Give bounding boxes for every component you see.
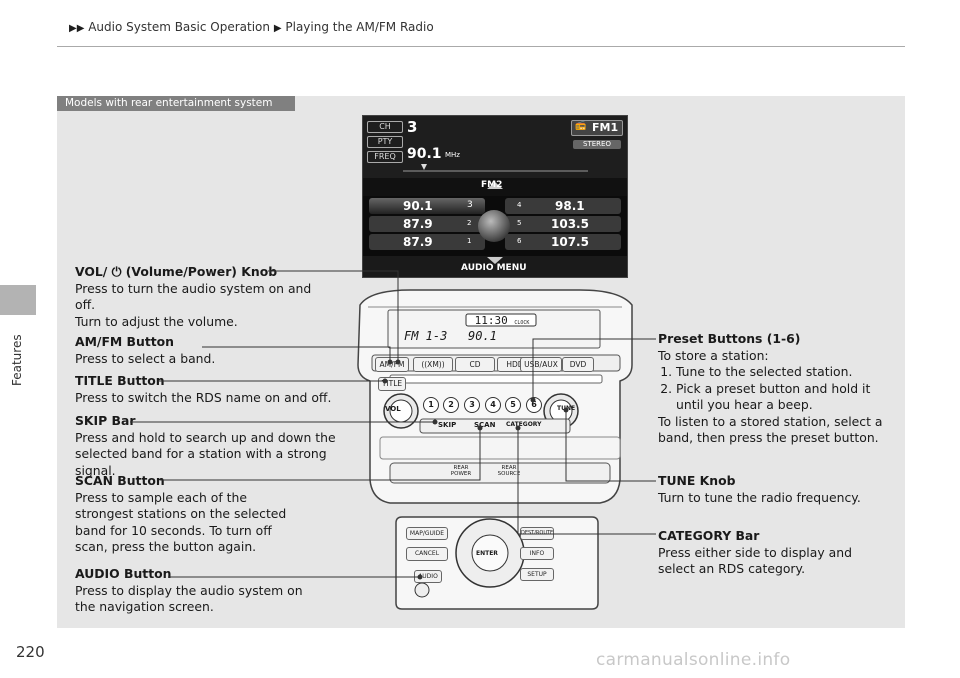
- lcd-time: 11:30 CLOCK: [467, 314, 537, 328]
- preset-num-5: 5: [517, 219, 522, 227]
- preset-num-3: 3: [467, 200, 473, 210]
- header-divider: [57, 46, 905, 47]
- preset-button-1[interactable]: 1: [423, 397, 439, 413]
- audio-menu-label[interactable]: AUDIO MENU: [461, 263, 527, 273]
- chevron-right-icon: ▶: [273, 23, 282, 34]
- preset-1-freq[interactable]: 87.9: [403, 235, 433, 249]
- callout-category-body: Press either side to display and select …: [658, 544, 852, 577]
- enter-button[interactable]: ENTER: [476, 550, 498, 557]
- frequency-unit: MHz: [445, 151, 460, 159]
- title-button[interactable]: TITLE: [378, 377, 406, 391]
- callout-tune: TUNE Knob Turn to tune the radio frequen…: [658, 473, 888, 506]
- callout-skip-title: SKIP Bar: [75, 413, 136, 428]
- callout-title-button: TITLE Button Press to switch the RDS nam…: [75, 373, 345, 406]
- preset-button-3[interactable]: 3: [464, 397, 480, 413]
- callout-skip-body: Press and hold to search up and down the…: [75, 429, 336, 478]
- preset-num-6: 6: [517, 237, 522, 245]
- models-label: Models with rear entertainment system: [57, 96, 295, 111]
- setup-button[interactable]: SETUP: [520, 568, 554, 581]
- freq-label: FREQ: [367, 151, 403, 163]
- side-tab-marker: [0, 285, 36, 315]
- dest-route-button[interactable]: DEST/ROUTE: [520, 527, 554, 540]
- preset-button-6[interactable]: 6: [526, 397, 542, 413]
- frequency-value: 90.1: [407, 146, 442, 162]
- callout-preset: Preset Buttons (1-6) To store a station:…: [658, 331, 888, 447]
- preset-3-freq[interactable]: 90.1: [403, 199, 433, 213]
- vol-knob[interactable]: VOL: [385, 405, 401, 413]
- side-tab-label: Features: [10, 334, 24, 386]
- lcd-time-value: 11:30: [474, 314, 508, 327]
- breadcrumb: ▶▶ Audio System Basic Operation ▶ Playin…: [69, 20, 434, 34]
- usb-aux-button[interactable]: USB/AUX: [520, 357, 562, 372]
- preset-button-4[interactable]: 4: [485, 397, 501, 413]
- skip-bar[interactable]: SKIP: [438, 421, 457, 429]
- callout-amfm-body: Press to select a band.: [75, 350, 216, 366]
- callout-preset-body2: To listen to a stored station, select a …: [658, 413, 883, 446]
- breadcrumb-level1[interactable]: Audio System Basic Operation: [88, 20, 271, 34]
- callout-preset-step-1: Tune to the selected station.: [676, 364, 888, 381]
- callout-tune-body: Turn to tune the radio frequency.: [658, 489, 861, 505]
- preset-num-2: 2: [467, 219, 472, 227]
- callout-title-button-title: TITLE Button: [75, 373, 165, 388]
- channel-value: 3: [407, 118, 418, 136]
- stereo-indicator: STEREO: [573, 140, 621, 149]
- band-value: FM1: [592, 121, 619, 134]
- callout-preset-steps: Tune to the selected station. Pick a pre…: [658, 364, 888, 414]
- preset-num-1: 1: [467, 237, 472, 245]
- callout-vol-body2: Turn to adjust the volume.: [75, 313, 238, 329]
- ch-label: CH: [367, 121, 403, 133]
- callout-scan: SCAN Button Press to sample each of the …: [75, 473, 307, 556]
- callout-vol-title: VOL/ ⏻ (Volume/Power) Knob: [75, 264, 278, 279]
- pty-label: PTY: [367, 136, 403, 148]
- preset-button-5[interactable]: 5: [505, 397, 521, 413]
- callout-vol-body1: Press to turn the audio system on and of…: [75, 280, 312, 313]
- callout-vol: VOL/ ⏻ (Volume/Power) Knob Press to turn…: [75, 264, 315, 330]
- tune-knob[interactable]: TUNE: [557, 405, 576, 412]
- preset-6-freq[interactable]: 107.5: [551, 235, 589, 249]
- cd-button[interactable]: CD: [455, 357, 495, 372]
- lcd-freq: 90.1: [468, 329, 497, 343]
- preset-button-2[interactable]: 2: [443, 397, 459, 413]
- callout-preset-intro: To store a station:: [658, 347, 769, 363]
- chevron-right-icon: ▶▶: [69, 23, 85, 34]
- rear-power-button[interactable]: REAR POWER: [450, 465, 472, 477]
- callout-audio-body: Press to display the audio system on the…: [75, 582, 303, 615]
- preset-2-freq[interactable]: 87.9: [403, 217, 433, 231]
- watermark: carmanualsonline.info: [596, 650, 791, 670]
- xm-button[interactable]: ((XM)): [413, 357, 453, 372]
- callout-category-title: CATEGORY Bar: [658, 528, 760, 543]
- callout-amfm-title: AM/FM Button: [75, 334, 174, 349]
- callout-audio-title: AUDIO Button: [75, 566, 172, 581]
- audio-button[interactable]: AUDIO: [414, 570, 442, 583]
- am-fm-button[interactable]: AM/FM: [375, 357, 409, 372]
- callout-tune-title: TUNE Knob: [658, 473, 736, 488]
- preset-num-4: 4: [517, 201, 522, 209]
- preset-4-freq[interactable]: 98.1: [555, 199, 585, 213]
- radio-icon: 📻: [575, 121, 587, 131]
- band-badge: 📻 FM1: [571, 120, 623, 136]
- scan-button[interactable]: SCAN: [474, 421, 496, 429]
- navigation-screen: CH PTY FREQ 3 90.1 MHz 📻 FM1 STEREO FM2 …: [362, 115, 628, 278]
- callout-preset-title: Preset Buttons (1-6): [658, 331, 801, 346]
- page-number: 220: [16, 643, 45, 661]
- callout-preset-step-2: Pick a preset button and hold it until y…: [676, 381, 888, 414]
- callout-amfm: AM/FM Button Press to select a band.: [75, 334, 335, 367]
- callout-scan-body: Press to sample each of the strongest st…: [75, 489, 287, 555]
- breadcrumb-level2[interactable]: Playing the AM/FM Radio: [285, 20, 434, 34]
- preset-5-freq[interactable]: 103.5: [551, 217, 589, 231]
- callout-skip: SKIP Bar Press and hold to search up and…: [75, 413, 365, 479]
- lcd-band: FM 1-3: [404, 329, 448, 343]
- info-button[interactable]: INFO: [520, 547, 554, 560]
- callout-audio: AUDIO Button Press to display the audio …: [75, 566, 307, 616]
- dvd-button[interactable]: DVD: [562, 357, 594, 372]
- callout-scan-title: SCAN Button: [75, 473, 165, 488]
- callout-category: CATEGORY Bar Press either side to displa…: [658, 528, 878, 578]
- map-guide-button[interactable]: MAP/GUIDE: [406, 527, 448, 540]
- cancel-button[interactable]: CANCEL: [406, 547, 448, 561]
- category-bar[interactable]: CATEGORY: [506, 421, 542, 428]
- rear-source-button[interactable]: REAR SOURCE: [497, 465, 521, 477]
- callout-title-button-body: Press to switch the RDS name on and off.: [75, 389, 332, 405]
- lcd-clock-label: CLOCK: [514, 320, 530, 326]
- band2-label: FM2: [481, 180, 503, 190]
